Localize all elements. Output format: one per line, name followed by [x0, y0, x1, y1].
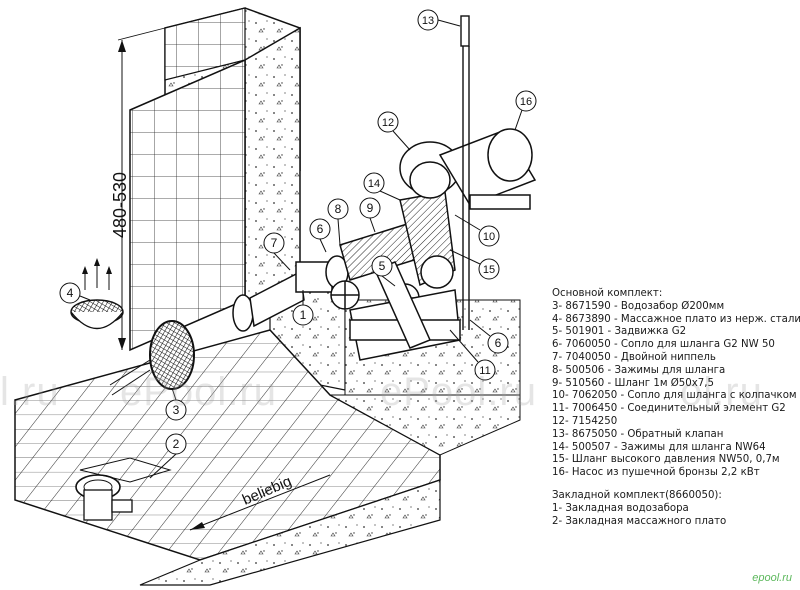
callout-16: 16: [520, 96, 532, 108]
legend-main-title: Основной комплект:: [552, 288, 663, 299]
callout-4: 4: [67, 286, 74, 300]
legend-item: 3- 8671590 - Водозабор Ø200мм: [552, 300, 725, 312]
watermark-4: ol.ru: [680, 370, 763, 414]
callout-labels: 1 2 3 4 5 6 7 8 9 10 11 12 13 14 15 16 6: [67, 15, 532, 451]
callout-6b: 6: [495, 336, 502, 350]
pump-16: [399, 128, 537, 210]
callout-3: 3: [173, 403, 180, 417]
callout-9: 9: [367, 201, 374, 215]
check-valve-13: [460, 15, 470, 330]
legend-item: 13- 8675050 - Обратный клапан: [552, 428, 724, 440]
callout-6a: 6: [317, 222, 324, 236]
legend-item: 12- 7154250: [552, 415, 618, 427]
legend-item: 15- Шланг высокого давления NW50, 0,7м: [552, 454, 780, 466]
legend-item: 1- Закладная водозабора: [552, 502, 689, 514]
legend-item: 11- 7006450 - Соединительный элемент G2: [552, 403, 786, 415]
pipe-system: [232, 191, 461, 361]
watermark-2: ePool.ru: [120, 370, 277, 414]
massage-plate-4: [70, 258, 124, 329]
floor-drain-2: [75, 457, 172, 521]
callout-12: 12: [382, 117, 394, 129]
legend-item: 14- 500507 - Зажимы для шланга NW64: [552, 441, 766, 453]
legend-embed-title: Закладной комплект(8660050):: [552, 489, 722, 501]
callout-2: 2: [173, 437, 180, 451]
legend-item: 2- Закладная массажного плато: [552, 515, 727, 527]
legend-item: 6- 7060050 - Сопло для шланга G2 NW 50: [552, 339, 775, 351]
callout-14: 14: [368, 178, 380, 190]
callout-11: 11: [479, 365, 490, 377]
watermark-1: l.ru: [0, 370, 60, 414]
legend-item: 5- 501901 - Задвижка G2: [552, 326, 687, 338]
legend-item: 16- Насос из пушечной бронзы 2,2 кВт: [552, 467, 760, 479]
callout-1: 1: [300, 308, 307, 322]
dimension-line: 480-530: [110, 27, 166, 350]
parts-legend: Основной комплект: 3- 8671590 - Водозабо…: [552, 288, 800, 528]
legend-item: 10- 7062050 - Сопло для шланга с колпачк…: [552, 390, 797, 402]
callouts: [59, 9, 537, 479]
callout-10: 10: [483, 231, 495, 243]
legend-item: 9- 510560 - Шланг 1м Ø50x7,5: [552, 377, 714, 389]
legend-item: 4- 8673890 - Массажное плато из нерж. ст…: [552, 313, 800, 325]
site-logo[interactable]: epool.ru: [752, 572, 792, 584]
dimension-label: 480-530: [110, 172, 130, 238]
legend-item: 7- 7040050 - Двойной ниппель: [552, 351, 716, 363]
watermark-3: ePool.ru: [380, 370, 537, 414]
callout-5: 5: [379, 259, 386, 273]
callout-13: 13: [422, 15, 434, 27]
legend-item: 8- 500506 - Зажимы для шланга: [552, 364, 726, 376]
callout-7: 7: [271, 236, 278, 250]
callout-15: 15: [483, 264, 495, 276]
callout-8: 8: [335, 202, 342, 216]
